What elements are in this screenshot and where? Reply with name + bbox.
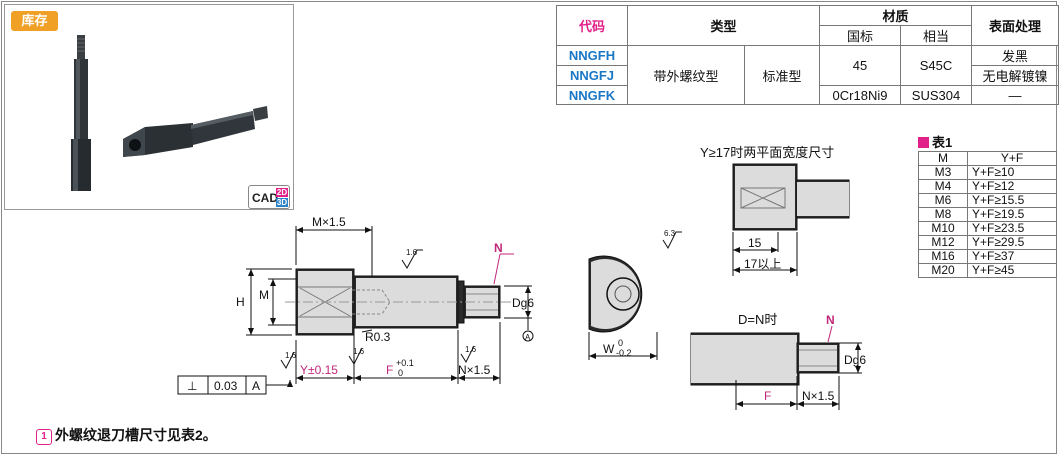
table1-header: M xyxy=(918,151,968,166)
roughness-label: 6.3 xyxy=(664,229,676,238)
table1-cell-m: M3 xyxy=(918,165,968,180)
roughness-label: 1.6 xyxy=(465,345,477,354)
table1-cell-m: M16 xyxy=(918,249,968,264)
label-n: N xyxy=(494,241,503,255)
spec-table: 代码 类型 材质 表面处理 国标 相当 NNGFH 带外螺纹型 标准型 45 S… xyxy=(556,5,1059,105)
product-photo xyxy=(71,35,268,191)
dim-f: F xyxy=(386,363,393,377)
dim-r03: R0.3 xyxy=(365,330,391,344)
spec-col-type: 类型 xyxy=(627,5,820,46)
dim-m15: M×1.5 xyxy=(312,215,346,229)
spec-col-code: 代码 xyxy=(556,5,628,46)
table1-cell-yf: Y+F≥10 xyxy=(967,165,1057,180)
table1-cell-yf: Y+F≥12 xyxy=(967,179,1057,194)
table1-header: Y+F xyxy=(967,151,1057,166)
table1-cell-m: M4 xyxy=(918,179,968,194)
spec-type-main: 带外螺纹型 xyxy=(627,45,745,105)
stock-badge: 库存 xyxy=(11,11,58,31)
spec-code: NNGFJ xyxy=(556,65,628,86)
dim-n15: N×1.5 xyxy=(458,363,491,377)
spec-code: NNGFK xyxy=(556,85,628,105)
dn-title: D=N时 xyxy=(738,312,777,327)
table1-cell-m: M8 xyxy=(918,207,968,222)
roughness-label: 1.6 xyxy=(406,248,418,257)
product-photo-panel: 库存 CAD 2D 3D xyxy=(4,4,294,210)
cad-download-icon[interactable]: CAD 2D 3D xyxy=(248,185,290,209)
table1-cell-m: M10 xyxy=(918,221,968,236)
roughness-label: 1.6 xyxy=(285,351,297,360)
spec-surface: 无电解镀镍 xyxy=(971,65,1059,86)
spec-type-sub: 标准型 xyxy=(744,45,820,105)
dim-w: W xyxy=(603,342,615,356)
perp-value: 0.03 xyxy=(214,379,238,393)
datum-a-circle-label: A xyxy=(525,333,531,342)
note-number-icon: 1 xyxy=(36,429,52,445)
table1-cell-m: M20 xyxy=(918,263,968,278)
dim-15: 15 xyxy=(748,236,762,250)
table1-cell-yf: Y+F≥19.5 xyxy=(967,207,1057,222)
spec-code: NNGFH xyxy=(556,45,628,66)
spec-material-gb: 45 xyxy=(819,45,901,86)
spec-material-gb: 0Cr18Ni9 xyxy=(819,85,901,105)
spec-material-eq: SUS304 xyxy=(900,85,972,105)
dim-dg6-lower: Dg6 xyxy=(844,353,866,367)
spec-col-surface: 表面处理 xyxy=(971,5,1059,46)
spec-surface: — xyxy=(971,85,1059,105)
dim-n15-lower: N×1.5 xyxy=(802,389,835,403)
dim-f-tol-up: +0.1 xyxy=(396,358,414,368)
perp-datum: A xyxy=(252,379,260,393)
table1-cell-yf: Y+F≥29.5 xyxy=(967,235,1057,250)
roughness-label: 1.6 xyxy=(353,347,365,356)
perp-symbol: ⊥ xyxy=(187,379,197,393)
table1-cell-yf: Y+F≥37 xyxy=(967,249,1057,264)
label-n-lower: N xyxy=(826,313,835,327)
dim-17: 17以上 xyxy=(744,257,781,271)
dim-w-tol-dn: -0.2 xyxy=(616,348,632,358)
table1-cell-m: M12 xyxy=(918,235,968,250)
flat-width-title: Y≥17时两平面宽度尺寸 xyxy=(700,145,834,160)
table1-cell-yf: Y+F≥23.5 xyxy=(967,221,1057,236)
dim-y-tol: Y±0.15 xyxy=(300,363,338,377)
dim-dg6: Dg6 xyxy=(512,296,534,310)
table1-title: 表1 xyxy=(918,132,952,151)
table1-cell-yf: Y+F≥45 xyxy=(967,263,1057,278)
dim-f-tol-dn: 0 xyxy=(398,368,403,378)
dim-w-tol-up: 0 xyxy=(618,338,623,348)
dim-m: M xyxy=(259,288,269,302)
dim-h: H xyxy=(236,295,245,309)
table1-marker-icon xyxy=(918,137,929,148)
dim-f-lower: F xyxy=(764,389,771,403)
table1-cell-m: M6 xyxy=(918,193,968,208)
table1-cell-yf: Y+F≥15.5 xyxy=(967,193,1057,208)
